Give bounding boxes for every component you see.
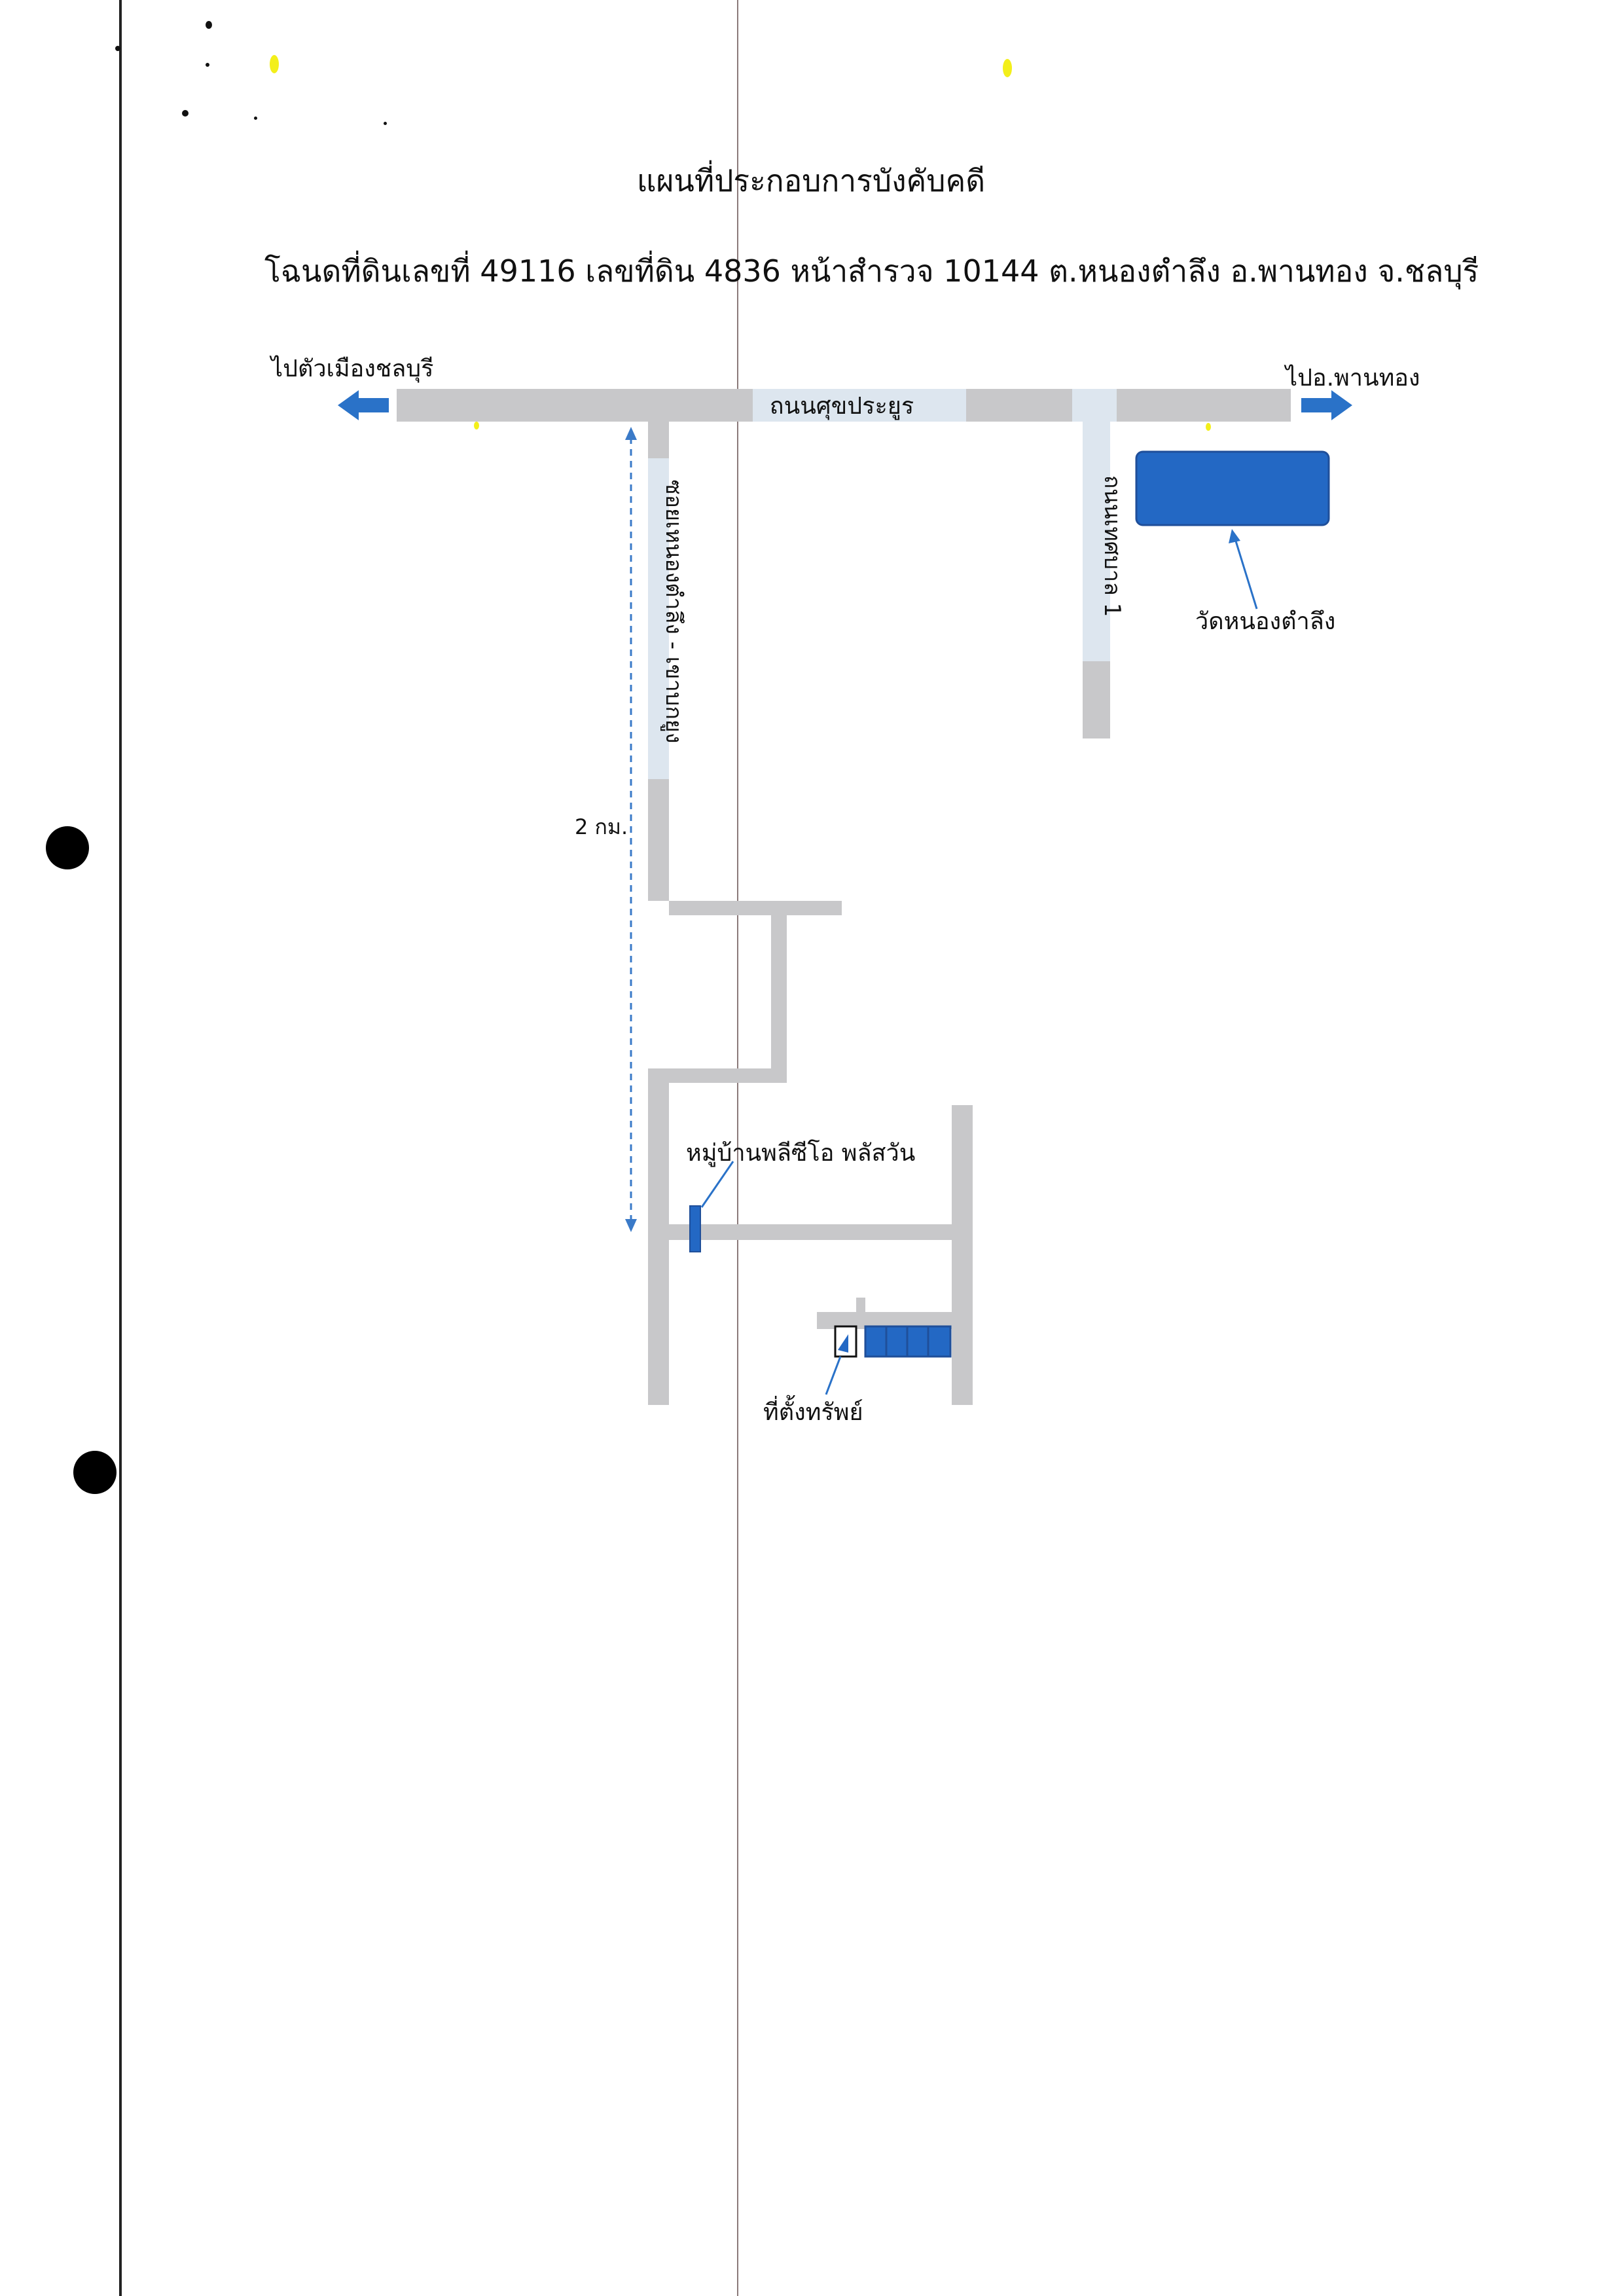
yellow-spot	[1003, 59, 1012, 77]
winding-road	[669, 901, 842, 915]
temple-label: วัดหนองตำลึง	[1195, 608, 1336, 635]
main-road-label-band	[753, 389, 966, 422]
punch-hole-top	[46, 826, 89, 869]
main-road-label: ถนนศุขประยูร	[770, 393, 914, 420]
direction-right-label: ไปอ.พานทอง	[1286, 365, 1420, 392]
village-road	[952, 1105, 973, 1405]
property-leader-line	[825, 1356, 842, 1395]
direction-left-label: ไปตัวเมืองชลบุรี	[271, 355, 434, 382]
speck	[206, 63, 209, 67]
temple-marker	[1135, 450, 1330, 526]
binding-edge-line	[119, 0, 122, 2296]
speck	[115, 46, 120, 51]
side-road-right-label-band	[1083, 422, 1110, 661]
road-marker	[474, 422, 479, 429]
distance-label: 2 กม.	[575, 814, 628, 839]
temple-leader-arrowhead	[1229, 529, 1240, 543]
arrow-right-icon	[1301, 390, 1352, 420]
property-label: ที่ตั้งทรัพย์	[763, 1399, 863, 1426]
winding-road	[771, 915, 787, 1070]
distance-arrowhead-top	[625, 427, 637, 440]
winding-road	[648, 1068, 787, 1083]
winding-road	[648, 1083, 669, 1405]
village-road	[669, 1224, 957, 1240]
village-marker	[689, 1205, 701, 1252]
speck	[384, 122, 387, 125]
property-pin-icon	[838, 1334, 848, 1353]
road-marker	[1206, 423, 1211, 431]
document-subtitle: โฉนดที่ดินเลขที่ 49116 เลขที่ดิน 4836 หน…	[264, 253, 1479, 289]
temple-leader-line	[1233, 536, 1258, 610]
village-label: หมู่บ้านพลีซีโอ พลัสวัน	[686, 1140, 916, 1167]
punch-hole-bottom	[73, 1451, 117, 1494]
speck	[254, 117, 257, 120]
speck	[182, 110, 189, 117]
side-road-left-label: ซอยเหนองตำลึง - เขาบกยูง	[660, 480, 687, 744]
side-road-right-label: ถนนเทศบาล 1	[1099, 475, 1125, 617]
distance-arrowhead-bottom	[625, 1219, 637, 1232]
yellow-spot	[270, 55, 279, 73]
main-road-junction	[1072, 389, 1117, 422]
side-road-left-label-band	[648, 458, 669, 779]
speck	[206, 21, 212, 29]
village-leader-line	[700, 1161, 734, 1208]
document-title: แผนที่ประกอบการบังคับคดี	[636, 163, 986, 198]
property-lane-stub	[856, 1298, 865, 1312]
fold-line	[737, 0, 738, 2296]
arrow-left-icon	[338, 390, 389, 420]
